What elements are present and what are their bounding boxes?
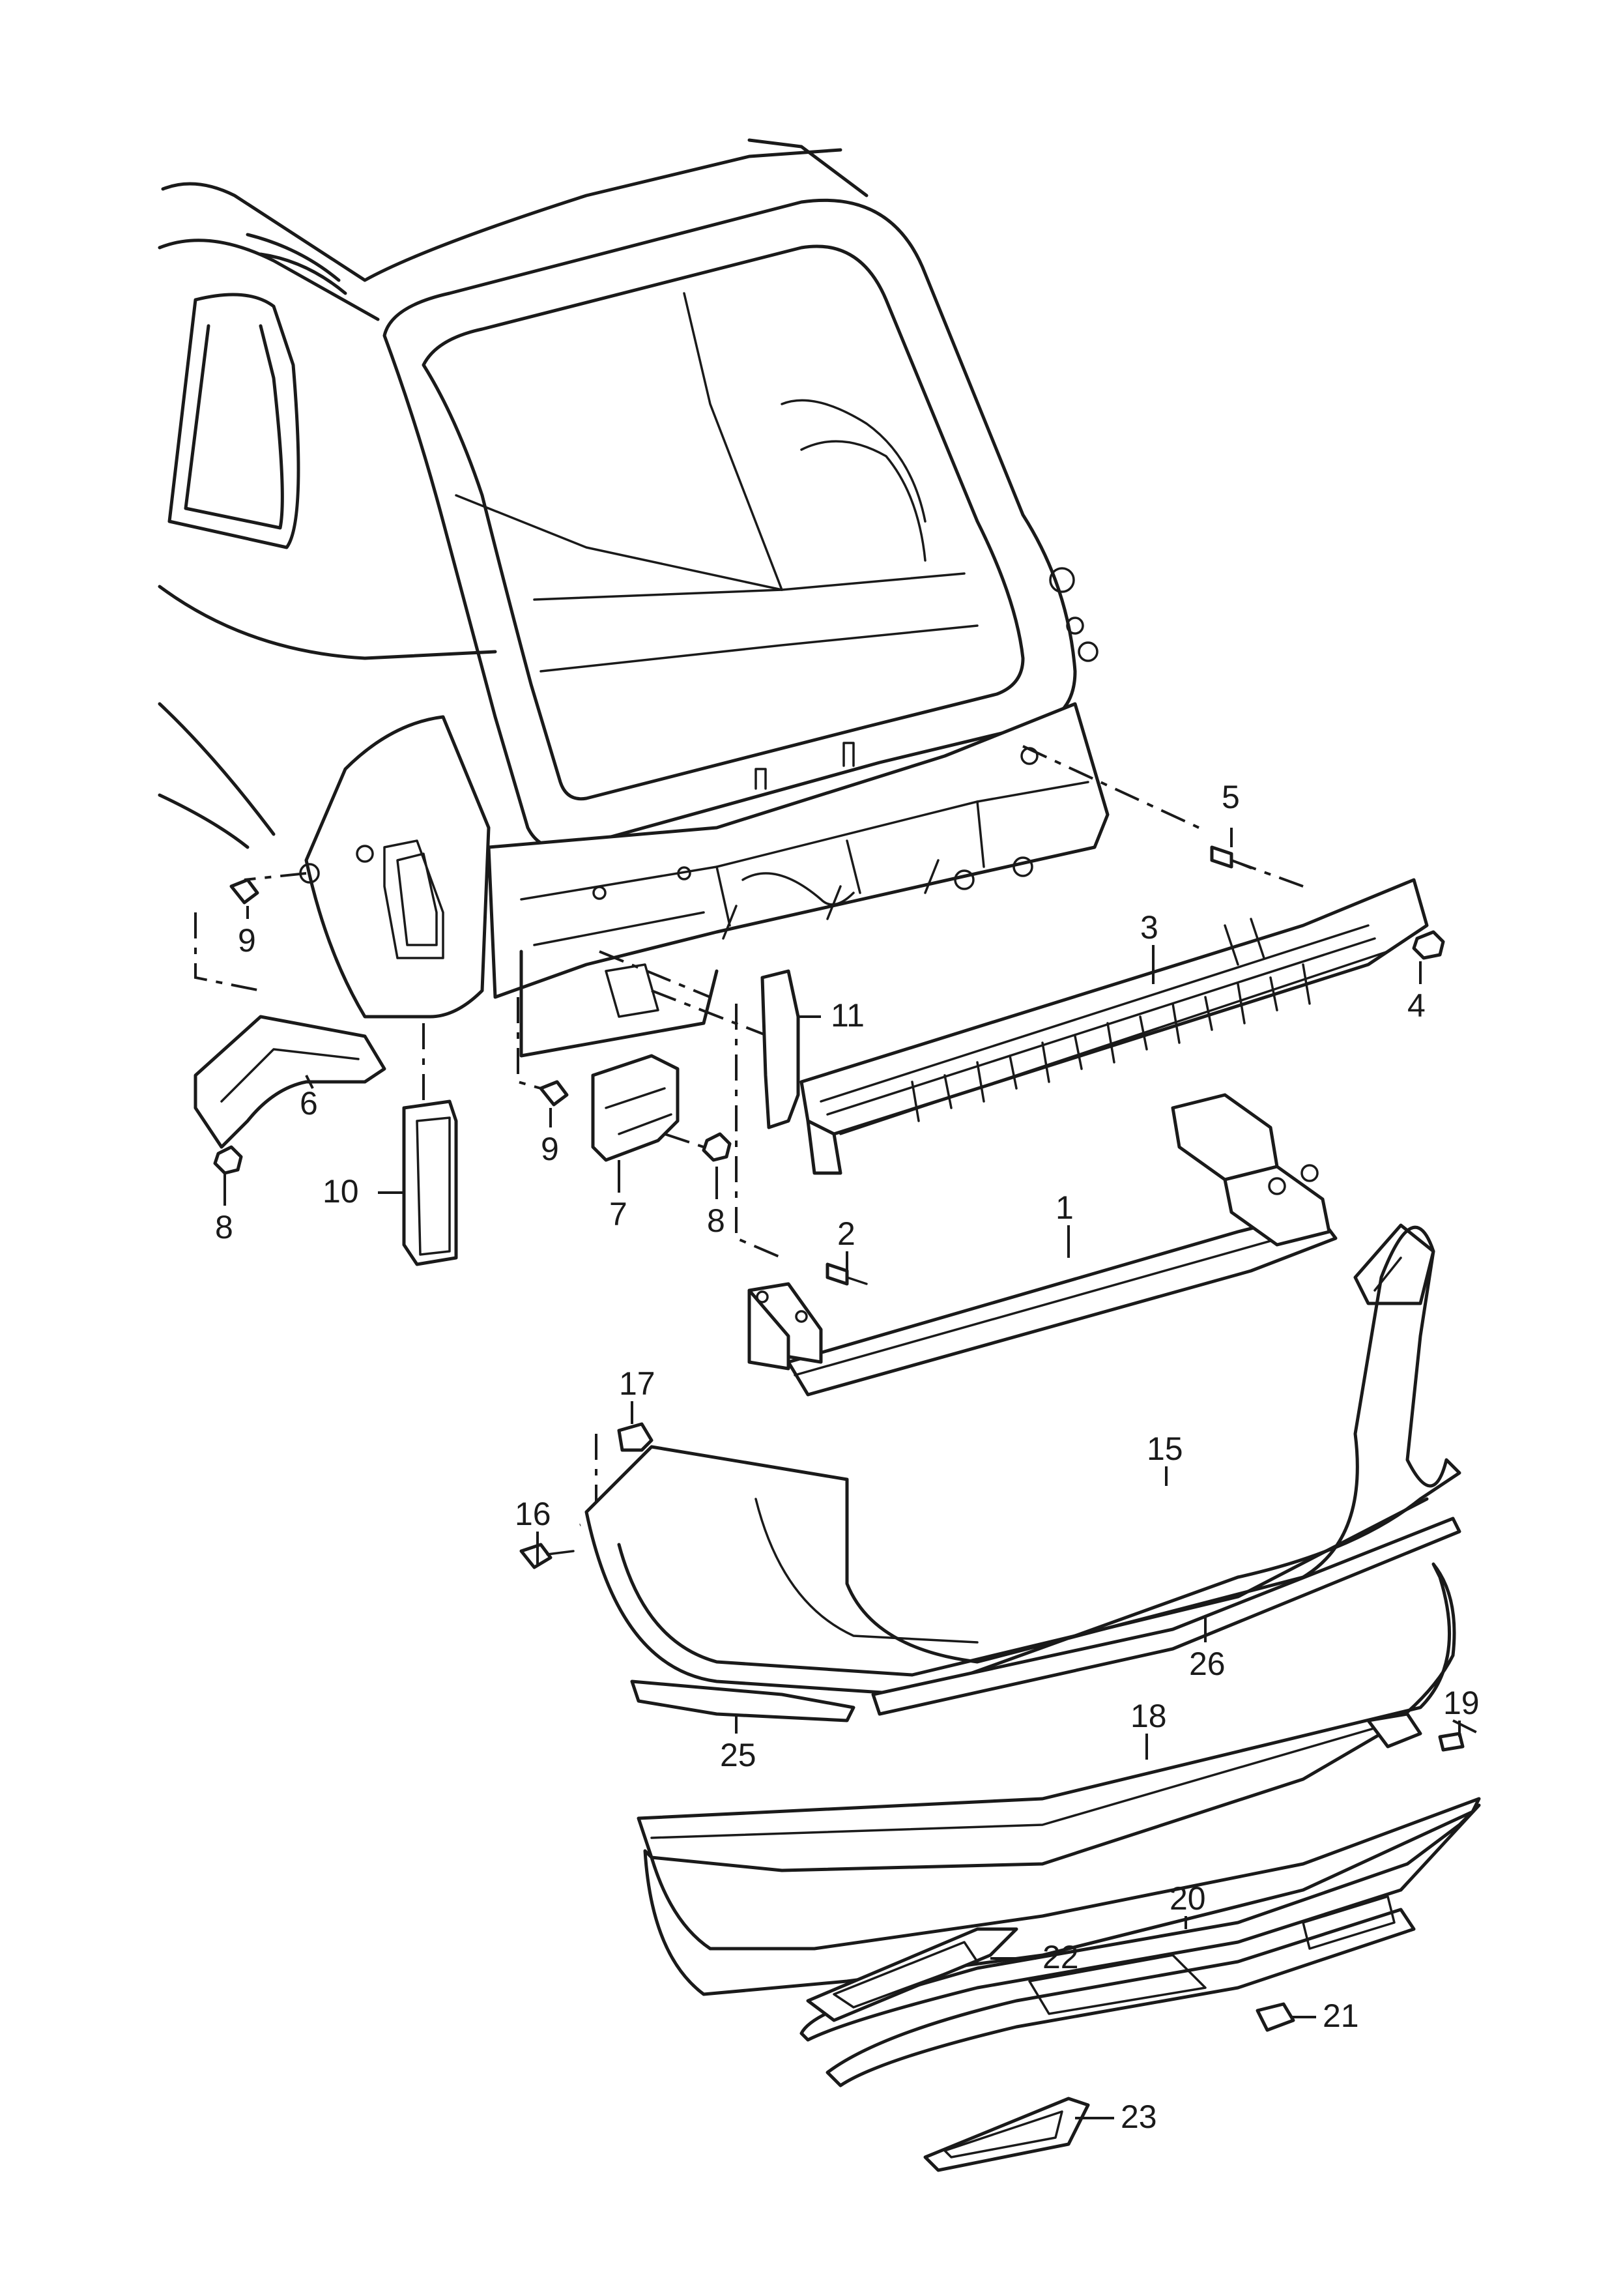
callout-8-left: 8 (215, 1209, 233, 1245)
callout-4: 4 (1407, 987, 1426, 1024)
callout-10: 10 (323, 1173, 359, 1210)
lower-trim (799, 1803, 1481, 2087)
bumper-carrier (747, 1093, 1338, 1397)
trim-strips (630, 1517, 1461, 1722)
callout-8-center: 8 (707, 1202, 725, 1239)
leader-lines (223, 828, 1461, 2119)
energy-absorber (799, 878, 1429, 1175)
callout-5: 5 (1222, 779, 1240, 815)
callout-11: 11 (831, 997, 865, 1034)
vehicle-body (158, 138, 1110, 1058)
callout-7: 7 (609, 1196, 627, 1232)
callout-15: 15 (1147, 1431, 1183, 1467)
callout-25: 25 (720, 1737, 756, 1773)
callout-21: 21 (1323, 1998, 1359, 2034)
callout-20: 20 (1170, 1880, 1206, 1917)
bumper-cover (584, 1223, 1461, 1696)
exhaust-trims (806, 1927, 1090, 2172)
callout-23: 23 (1121, 2099, 1157, 2135)
small-parts (194, 845, 1465, 2032)
callout-22: 22 (1042, 1939, 1079, 1975)
callout-26: 26 (1189, 1646, 1226, 1682)
callout-6: 6 (300, 1085, 318, 1122)
callout-18: 18 (1130, 1698, 1167, 1734)
callout-17: 17 (619, 1365, 655, 1402)
callout-3: 3 (1140, 909, 1158, 946)
callout-1: 1 (1056, 1189, 1074, 1226)
callout-9-left: 9 (238, 922, 256, 959)
callout-19: 19 (1443, 1685, 1480, 1721)
callout-16: 16 (515, 1496, 551, 1532)
callout-labels: 1 2 3 4 5 6 7 8 8 9 9 10 11 15 16 17 18 … (215, 779, 1480, 2135)
callout-9-center: 9 (541, 1131, 559, 1167)
callout-2: 2 (837, 1215, 855, 1252)
